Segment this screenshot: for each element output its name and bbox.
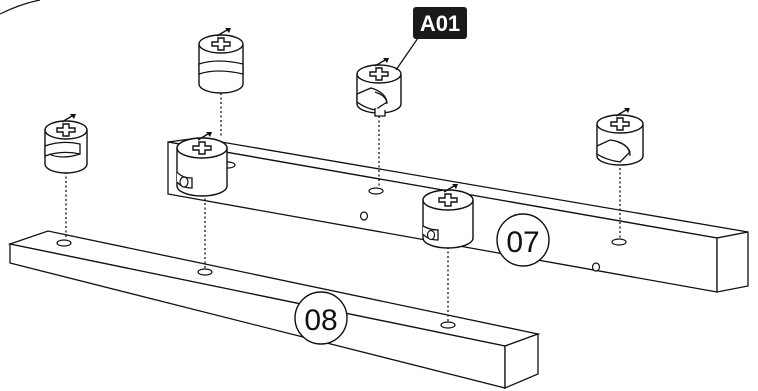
hole-icon [591,262,601,272]
edge-line [0,0,41,15]
hole-icon [197,268,213,276]
part-label-07-text: 07 [506,226,539,259]
hole-icon [359,211,369,221]
hole-icon [368,187,384,195]
cam-lock-fitting-icon [596,107,644,166]
hole-icon [440,321,456,329]
guide-lines [65,93,621,321]
board-08 [7,230,541,389]
cam-lock-fitting-icon [422,183,474,249]
part-label-07: 07 [496,213,550,267]
cam-lock-fitting-icon [44,113,88,174]
cam-lock-fitting-icon [198,27,244,94]
cam-lock-fitting-icon [356,57,402,117]
hole-icon [56,239,72,247]
part-label-a01: A01 [395,7,467,71]
hole-icon [611,238,627,246]
cam-lock-fitting-icon [176,131,228,197]
part-label-08: 08 [294,291,348,345]
part-label-a01-text: A01 [420,11,460,36]
part-label-08-text: 08 [304,304,337,337]
